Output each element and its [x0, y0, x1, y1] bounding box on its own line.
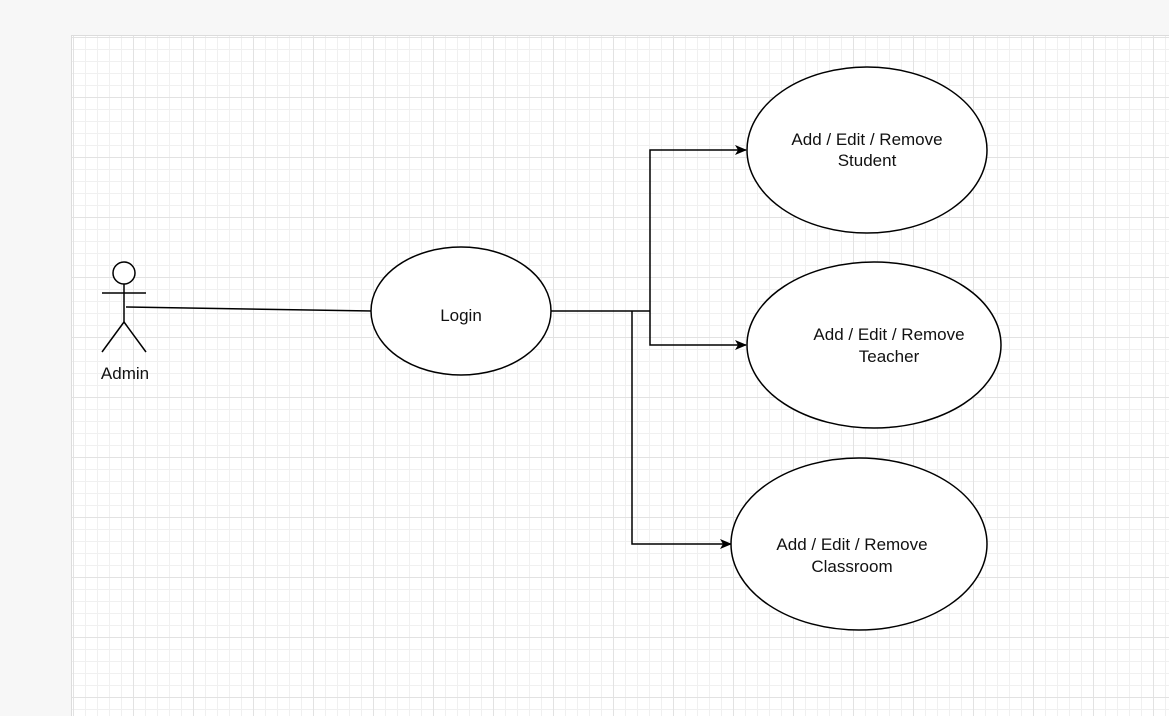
use-case-diagram: Admin Login Add / Edit / Remove Student … [101, 66, 1002, 631]
admin-actor[interactable] [101, 261, 147, 353]
student-label-line1: Add / Edit / Remove [791, 130, 942, 149]
actor-label: Admin [101, 364, 149, 383]
student-use-case[interactable] [746, 66, 988, 234]
classroom-label-line2: Classroom [811, 557, 892, 576]
actor-right-leg [123, 321, 147, 353]
actor-head [112, 261, 136, 285]
actor-left-leg [101, 321, 125, 353]
teacher-label-line2: Teacher [859, 347, 920, 366]
connector-to-teacher[interactable] [649, 311, 747, 350]
student-label-line2: Student [838, 151, 897, 170]
connector-to-classroom[interactable] [631, 311, 732, 549]
connector-to-student[interactable] [649, 145, 747, 311]
classroom-label-line1: Add / Edit / Remove [776, 535, 927, 554]
teacher-use-case[interactable] [746, 261, 1002, 429]
classroom-use-case[interactable] [730, 457, 988, 631]
teacher-label-line1: Add / Edit / Remove [813, 325, 964, 344]
login-label: Login [440, 306, 482, 325]
admin-login-association[interactable] [125, 306, 373, 312]
